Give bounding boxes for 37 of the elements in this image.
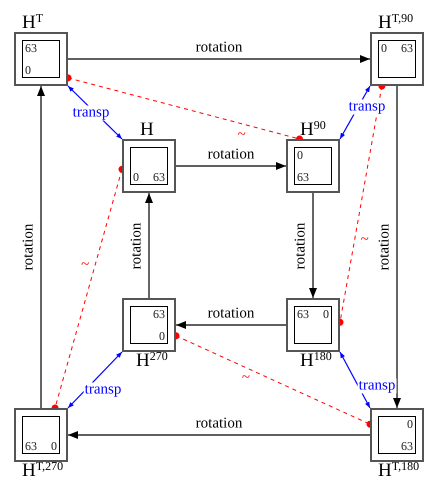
index-label: 63 <box>401 41 413 55</box>
edge-label: transp <box>348 99 386 114</box>
matrix-name: H$^{90}$ <box>300 119 326 141</box>
index-label: 63 <box>153 307 165 321</box>
matrix-name: H$^{T,180}$ <box>378 460 420 482</box>
index-label: 63 <box>25 41 37 55</box>
index-label: 0 <box>381 41 387 55</box>
arrow <box>176 162 286 170</box>
arrow <box>145 193 153 298</box>
edge-label: transp <box>72 105 110 120</box>
index-label: 63 <box>401 439 413 453</box>
arrow <box>176 321 286 329</box>
index-label: 0 <box>159 329 165 343</box>
arrow <box>68 55 370 63</box>
index-label: 0 <box>323 307 329 321</box>
matrix-name: H$^{180}$ <box>300 350 332 372</box>
matrix-name: H$^{T}$ <box>22 12 44 34</box>
edge-label: transp <box>84 382 122 398</box>
index-label: 63 <box>297 170 309 184</box>
index-label: 0 <box>407 417 413 431</box>
index-label: 63 <box>25 439 37 453</box>
index-label: 0 <box>133 170 139 184</box>
matrix-name: H$^{270}$ <box>136 350 168 372</box>
arrow <box>37 86 45 408</box>
matrix-name: H <box>140 119 154 141</box>
edge-label: transp <box>358 378 396 394</box>
arrow <box>309 193 317 298</box>
arrow <box>68 431 370 439</box>
index-label: 0 <box>51 439 57 453</box>
matrix-name: H$^{T,270}$ <box>22 460 64 482</box>
matrix-name: H$^{T,90}$ <box>378 12 414 34</box>
arrow <box>393 86 401 408</box>
index-label: 0 <box>297 148 303 162</box>
index-label: 63 <box>297 307 309 321</box>
arrow <box>339 352 371 408</box>
index-label: 63 <box>153 170 165 184</box>
index-label: 0 <box>25 63 31 77</box>
